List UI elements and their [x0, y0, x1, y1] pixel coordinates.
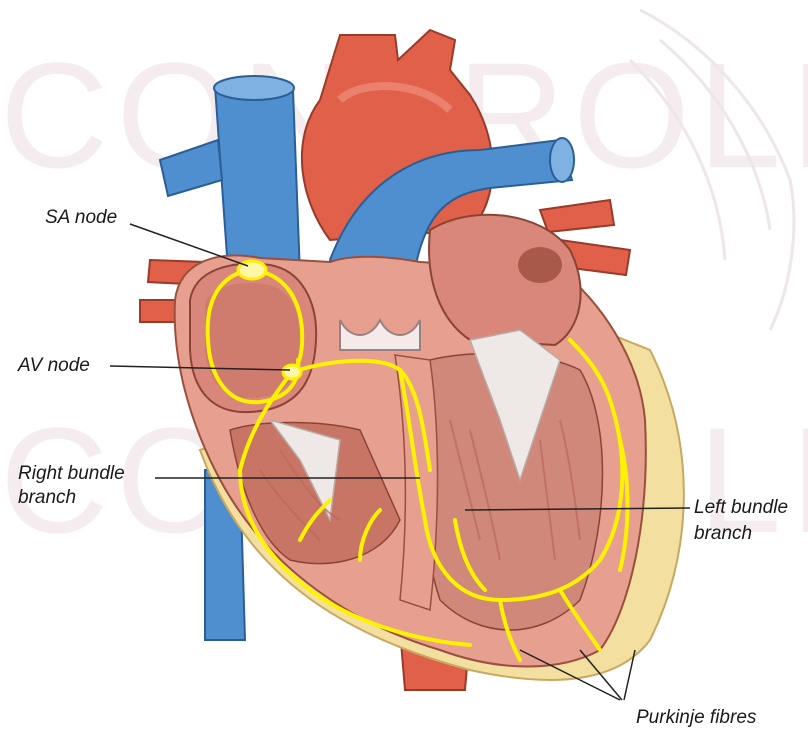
av-node-label: AV node — [18, 354, 90, 378]
right-bundle-branch-label-line2: branch — [18, 486, 76, 510]
superior-vena-cava — [160, 76, 300, 275]
left-atrium-opening — [518, 247, 562, 283]
watermark-emblem — [630, 10, 794, 330]
sa-node-label: SA node — [45, 206, 117, 230]
left-bundle-branch-label-line2: branch — [694, 522, 752, 546]
left-bundle-branch-label-line1: Left bundle — [694, 496, 788, 520]
purkinje-fibres-label: Purkinje fibres — [636, 706, 756, 730]
right-bundle-branch-label-line1: Right bundle — [18, 462, 125, 486]
av-node-marker — [283, 365, 301, 379]
